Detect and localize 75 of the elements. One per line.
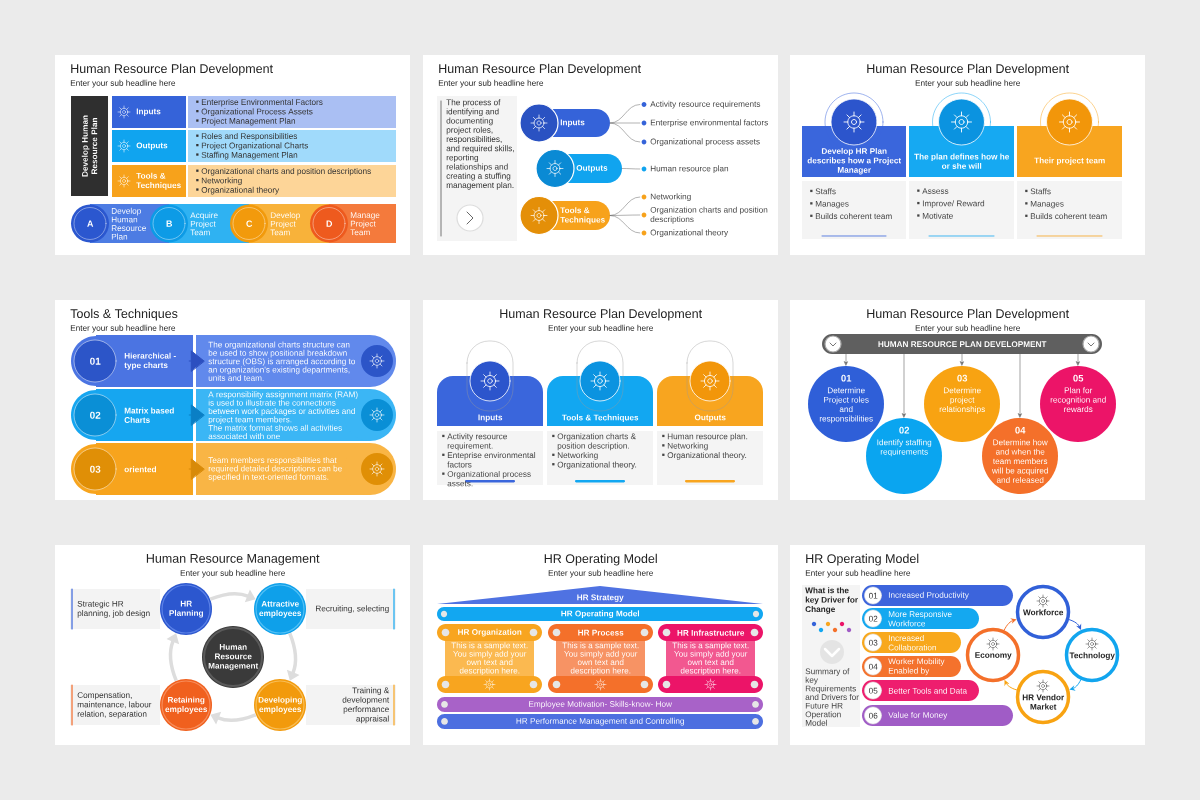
node-label: Acquire Project Team — [190, 212, 218, 236]
connector — [609, 122, 641, 143]
bullet-item: Organization charts and position descriptions — [641, 206, 768, 224]
text-panel: The process of identifying and documenting project roles, responsibilities, and required skills, reporting relationships and creating a stuffing management plan. — [437, 96, 517, 241]
node-label: Develop Project Team — [270, 212, 300, 236]
category-pill: Inputs — [519, 103, 610, 143]
bullet-card: Organization charts & position description. Networking Organizational theory. — [547, 431, 653, 485]
arrow — [960, 353, 964, 366]
numbered-bar: 01 Increased Productivity — [862, 585, 1013, 606]
cycle-arrow — [1068, 619, 1082, 630]
row-label-band: 03 oriented — [71, 443, 193, 495]
node-label: Manage Project Team — [350, 212, 380, 236]
description-band: Team members responsibilities that required detailed descriptions can be specified in text-oriented formats. — [196, 443, 396, 495]
bullet-card: Staffs Manages Builds coherent team — [1017, 181, 1122, 239]
header-tab: Outputs — [657, 340, 763, 426]
bullet-list-box: Enterprise Environmental Factors Organizational Process Assets Project Management Plan — [188, 96, 396, 128]
bullet-item: Activity resource requirements — [641, 100, 761, 109]
chevron-arrow — [188, 458, 205, 480]
arrow — [844, 353, 848, 366]
bullet-item: Human resource plan — [641, 165, 729, 174]
header-tab: Tools & Techniques — [547, 340, 653, 426]
bullet-card: Human resource plan. Networking Organizational theory. — [657, 431, 763, 485]
numbered-bar: 06 Value for Money — [862, 705, 1013, 726]
text-band: Training & development performance appraisal — [306, 684, 396, 726]
bullet-list-box: Organizational charts and position descriptions Networking Organizational theory — [188, 165, 396, 197]
bullet-card: Assess Improve/ Reward Motivate — [909, 181, 1014, 239]
text-panel: This is a sample text. You simply add your own text and description here. — [556, 641, 645, 676]
header-box: The plan defines how he or she will — [909, 92, 1014, 177]
header-tab: Inputs — [437, 340, 543, 426]
text-panel: This is a sample text. You simply add your own text and description here. — [666, 641, 755, 676]
vertical-banner: Develop Human Resource Plan — [71, 96, 108, 196]
category-box: Tools & Techniques — [112, 165, 186, 197]
header-box: Develop HR Plan describes how a Project Manager — [802, 92, 906, 177]
header-box: Their project team — [1017, 92, 1122, 177]
bar-pill: HR Organization — [437, 624, 542, 641]
category-pill: Outputs — [535, 148, 622, 189]
bullet-item: Enterprise environmental factors — [641, 119, 768, 128]
text-panel: This is a sample text. You simply add your own text and description here. — [445, 641, 534, 676]
side-panel: What is the key Driver for Change Summary of key Requirements and Drivers for Future HR Operation Model — [802, 585, 860, 727]
arrow — [902, 353, 906, 418]
node-label: Networking — [650, 193, 691, 202]
bullet-list-box: Roles and Responsibilities Project Organizational Charts Staffing Management Plan — [188, 130, 396, 162]
node-label: Develop Human Resource Plan — [111, 207, 146, 240]
row-label-band: 01 Hierarchical - type charts — [71, 335, 193, 387]
bar-pill: HR Operating Model — [437, 607, 763, 621]
arrow — [1076, 353, 1080, 366]
description-band: A responsibility assignment matrix (RAM) is used to illustrate the connections between work packages or activities and project team members. The matrix format shows all activities associated with one — [196, 389, 396, 441]
connector — [609, 215, 641, 234]
bullet-item: Networking — [641, 193, 691, 202]
roof-triangle: HR Strategy — [437, 586, 763, 604]
text-band: Strategic HR planning, job design — [70, 588, 160, 630]
row-label-band: 02 Matrix based Charts — [71, 389, 193, 441]
arrow — [1018, 353, 1022, 418]
bullet-card: Activity resource requirement. Enteprise environmental factors Organizational process assets. — [437, 431, 543, 487]
bullet-item: Organizational process assets — [641, 138, 760, 147]
title-pill: HUMAN RESOURCE PLAN DEVELOPMENT — [822, 334, 1102, 354]
cycle-arrow — [1003, 618, 1017, 631]
chevron-arrow — [188, 404, 205, 426]
category-box: Inputs — [112, 96, 186, 128]
chevron-arrow — [188, 350, 205, 372]
text-band: Compensation, maintenance, labour relation, separation — [70, 684, 160, 726]
connector — [621, 168, 641, 170]
bar-pill: HR Infrastructure — [658, 624, 763, 641]
connector — [609, 196, 641, 216]
cycle-arrow — [1004, 680, 1018, 691]
connector — [609, 122, 641, 124]
description-band: The organizational charts structure can be used to show positional breakdown structure (OBS) is arranged according to an organization's existing departments, units and team. — [196, 335, 396, 387]
bar-pill: HR Process — [548, 624, 653, 641]
bullet-item: Organizational theory — [641, 229, 729, 238]
cycle-arrow — [1069, 679, 1082, 691]
text-band: Recruiting, selecting — [306, 588, 396, 630]
bullet-card: Staffs Manages Builds coherent team — [802, 181, 906, 239]
category-pill: Tools & Techniques — [519, 195, 610, 236]
category-box: Outputs — [112, 130, 186, 162]
numbered-bar: 05 Better Tools and Data — [862, 680, 979, 701]
